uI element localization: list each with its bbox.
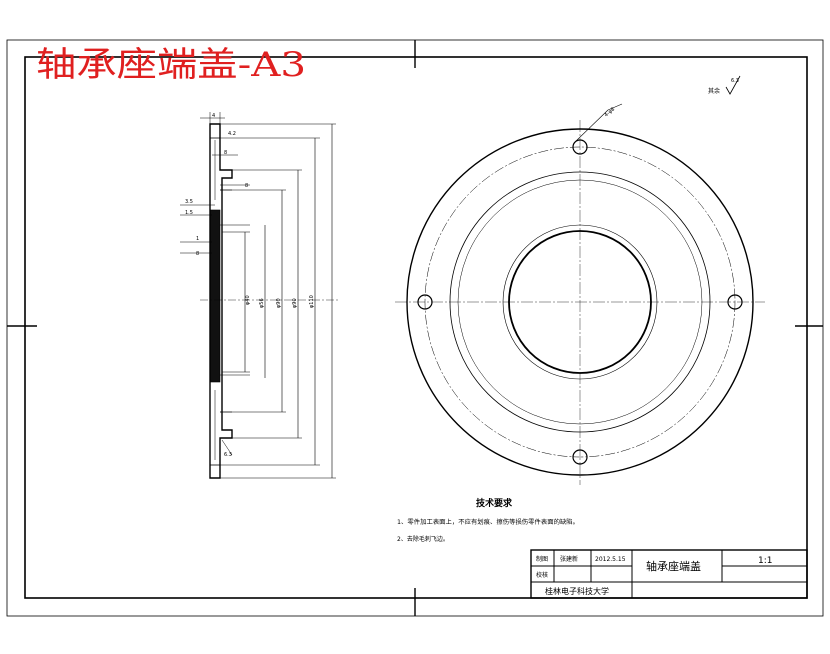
dim-3-5: 3.5 (185, 199, 193, 205)
dim-1: 1 (196, 236, 199, 242)
chamfer-label: 6.3 (224, 452, 232, 458)
bolt-hole-top (572, 139, 588, 155)
roughness-note: 其余 (708, 87, 720, 95)
front-view (395, 103, 765, 485)
tech-requirements-heading: 技术要求 (476, 497, 513, 509)
title-block-date: 2012.5.15 (595, 556, 626, 563)
drawing-title: 轴承座端盖-A3 (36, 45, 306, 85)
bolt-hole-bottom (572, 449, 588, 465)
centering-marks (7, 40, 823, 616)
dia-40: φ40 (245, 295, 251, 305)
hole-leader (575, 109, 609, 142)
hole-callout: 4-φ8 (603, 107, 616, 119)
dia-90-a: φ90 (276, 298, 282, 308)
bolt-hole-left (417, 294, 433, 310)
dim-8-a: 8 (224, 150, 227, 156)
dim-1-5: 1.5 (185, 210, 193, 216)
bolt-hole-right (727, 294, 743, 310)
section-hatch-area (209, 209, 221, 383)
tech-requirement-2: 2、去除毛刺飞边。 (397, 535, 449, 543)
roughness-value: 6.3 (731, 78, 739, 84)
tech-requirement-1: 1、零件加工表面上，不应有划痕、擦伤等损伤零件表面的缺陷。 (397, 518, 579, 526)
dim-4-2: 4.2 (228, 131, 236, 137)
dia-56: φ56 (259, 298, 265, 308)
drawing-frame (24, 56, 808, 599)
dim-8-b: 8 (245, 183, 248, 189)
title-block-drawer: 张建新 (560, 555, 578, 563)
title-block-check-label: 校核 (536, 571, 548, 579)
dim-8-c: 8 (196, 251, 199, 257)
title-block (530, 549, 808, 599)
title-block-scale: 1:1 (758, 556, 772, 566)
dim-4: 4 (212, 113, 215, 119)
outer-sheet-border (6, 39, 824, 617)
title-block-part-name: 轴承座端盖 (646, 559, 701, 573)
dia-110: φ110 (309, 295, 315, 308)
title-block-school: 桂林电子科技大学 (545, 586, 609, 596)
roughness-symbol: 其余 6.3 (708, 75, 741, 95)
title-block-drawn-label: 制图 (536, 555, 548, 563)
section-view (180, 112, 340, 479)
dia-90-b: φ90 (292, 298, 298, 308)
